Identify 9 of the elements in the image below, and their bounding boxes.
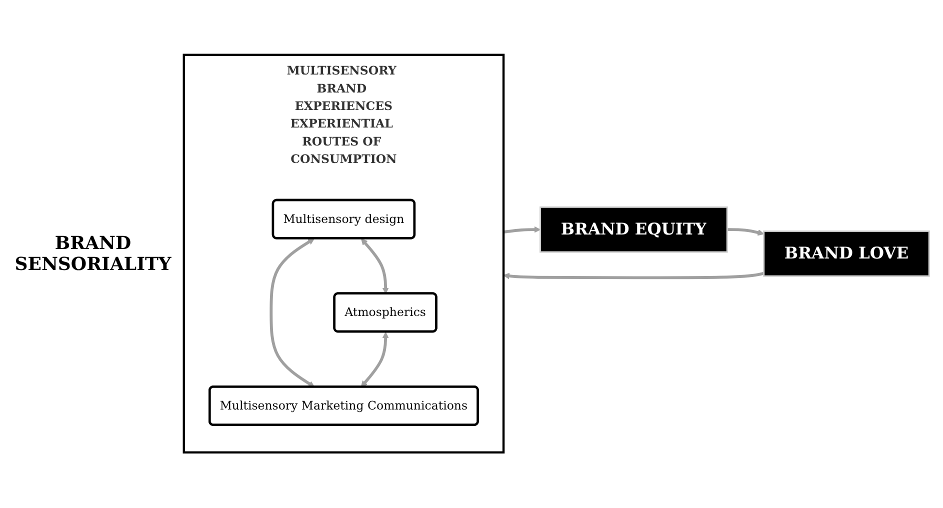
center-label: BRAND SENSORIALITY [14,233,172,275]
node-box: BRAND EQUITY [540,206,728,254]
arrow [361,238,389,294]
arrow [270,238,315,388]
arrow [360,332,389,388]
arrow [503,226,541,234]
arrow [727,228,764,236]
arrow [503,272,764,280]
node-box: BRAND LOVE [763,230,930,278]
